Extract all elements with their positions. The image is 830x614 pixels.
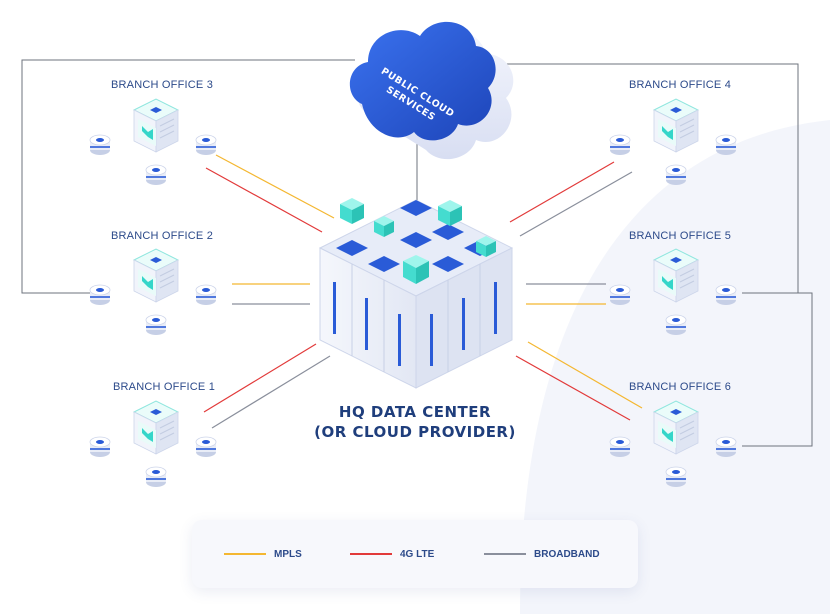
perimeter-links [21,59,813,447]
hq-teal-cubes [340,198,496,284]
branch-label-3: BRANCH OFFICE 3 [111,79,214,91]
legend-label-broadband: BROADBAND [534,548,600,560]
legend-item-mpls: MPLS [224,547,302,561]
legend: MPLS 4G LTE BROADBAND [192,520,638,588]
lte-link-11 [515,355,631,421]
lte-link-6 [509,161,615,223]
mpls-link-0 [215,154,335,219]
branch-label-1: BRANCH OFFICE 1 [113,381,216,393]
legend-label-mpls: MPLS [274,548,302,560]
branch-label-4: BRANCH OFFICE 4 [629,79,732,91]
legend-swatch-4g-lte [350,553,392,555]
hq-label-line1: HQ DATA CENTER [338,403,492,421]
branch-office-1-icon [89,400,217,488]
hq-data-center-icon [318,198,514,389]
public-cloud-icon: PUBLIC CLOUD SERVICES [349,21,514,160]
connection-links [203,154,643,429]
legend-swatch-broadband [484,553,526,555]
mpls-link-10 [527,341,643,409]
branch-office-2-icon [89,248,217,336]
legend-label-4g-lte: 4G LTE [400,548,435,560]
branch-office-3-icon [89,98,217,186]
legend-item-broadband: BROADBAND [484,547,600,561]
branch-label-5: BRANCH OFFICE 5 [629,230,732,242]
hq-label: HQ DATA CENTER (OR CLOUD PROVIDER) [300,402,530,442]
legend-item-4g-lte: 4G LTE [350,547,434,561]
broadband-link-7 [519,171,633,237]
legend-swatch-mpls [224,553,266,555]
branch-label-2: BRANCH OFFICE 2 [111,230,214,242]
branch-label-6: BRANCH OFFICE 6 [629,381,732,393]
broadband-link-5 [211,355,331,429]
lte-link-1 [205,167,323,233]
background-arc [520,120,830,614]
hq-label-line2: (OR CLOUD PROVIDER) [314,423,516,441]
lte-link-4 [203,343,317,413]
